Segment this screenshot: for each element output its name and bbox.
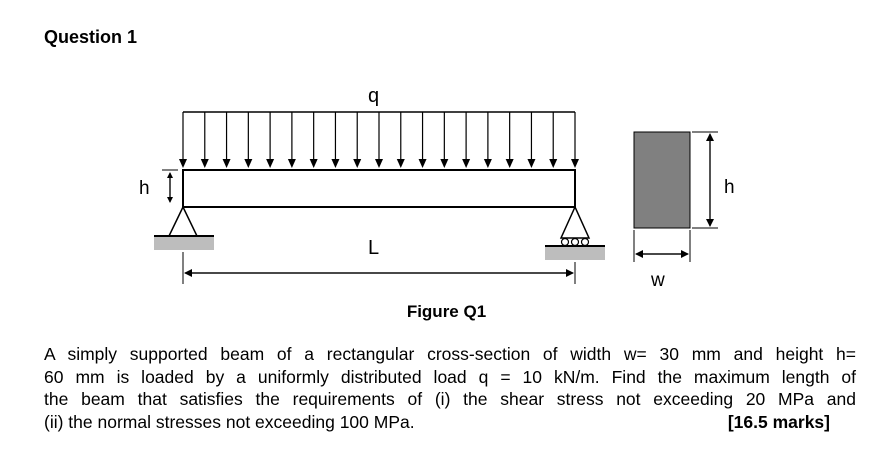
problem-last-line: (ii) the normal stresses not exceeding 1… [44, 411, 830, 434]
section-width-label: w [650, 270, 665, 291]
height-label-left: h [139, 178, 150, 199]
roller-support [545, 205, 605, 260]
length-label: L [368, 237, 379, 259]
cross-section [633, 131, 691, 229]
problem-line-1: A simply supported beam of a rectangular… [44, 344, 856, 364]
problem-statement: A simply supported beam of a rectangular… [44, 343, 856, 433]
load-arrow-head [549, 159, 558, 168]
question-title: Question 1 [44, 27, 138, 47]
beam-figure: q h L h [139, 85, 735, 291]
section-width-dimension [633, 230, 691, 262]
marks-label: [16.5 marks] [727, 411, 830, 432]
section-height-label: h [724, 177, 735, 198]
load-arrow-head [309, 159, 318, 168]
problem-line-4: (ii) the normal stresses not exceeding 1… [44, 411, 415, 432]
load-arrow-head [396, 159, 405, 168]
section-height-dimension [692, 131, 718, 229]
beam-height-dimension [162, 169, 178, 203]
pin-support [154, 205, 214, 250]
load-arrow-head [353, 159, 362, 168]
load-arrow-head [179, 159, 187, 168]
beam [182, 169, 576, 208]
figure-caption: Figure Q1 [406, 302, 487, 321]
load-arrow-head [505, 159, 514, 168]
load-arrow-head [375, 159, 383, 168]
load-arrow-head [571, 159, 579, 168]
load-arrow-head [222, 159, 231, 168]
load-arrow-head [331, 159, 340, 168]
load-arrow-head [418, 159, 427, 168]
distributed-load [179, 111, 579, 168]
problem-line-3: the beam that satisfies the requirements… [44, 389, 856, 409]
load-arrow-head [200, 159, 209, 168]
load-arrow-head [244, 159, 253, 168]
load-arrow-head [266, 159, 275, 168]
load-arrow-head [462, 159, 471, 168]
load-label: q [368, 85, 379, 107]
load-arrow-head [483, 159, 492, 168]
load-arrow-head [287, 159, 296, 168]
problem-line-2: 60 mm is loaded by a uniformly distribut… [44, 366, 856, 387]
length-dimension [182, 252, 576, 284]
load-arrow-head [527, 159, 536, 168]
load-arrow-head [440, 159, 449, 168]
